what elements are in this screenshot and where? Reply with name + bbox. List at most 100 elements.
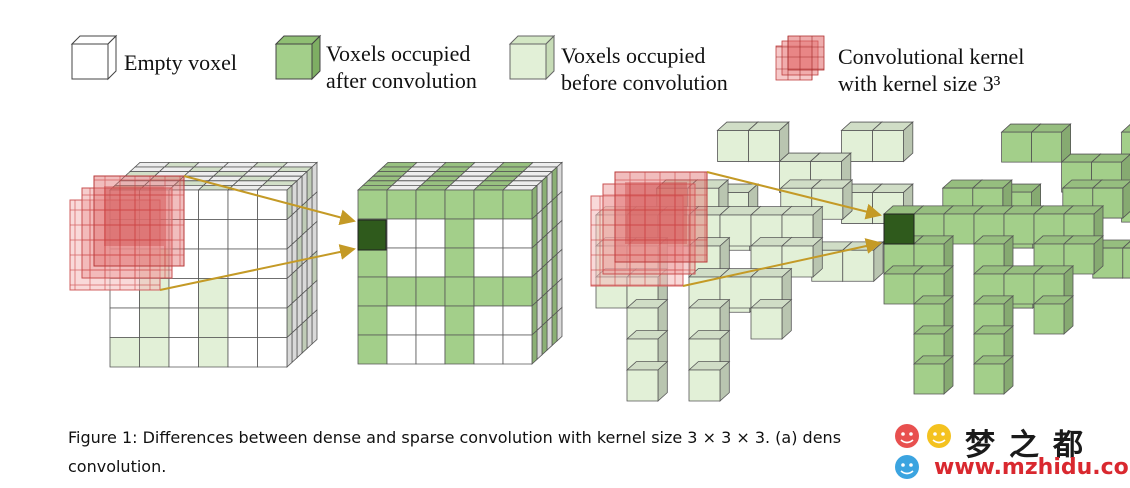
voxel (168, 307, 199, 338)
voxel (198, 278, 229, 309)
voxel-face (301, 318, 308, 355)
voxel-face (158, 166, 196, 173)
voxel-face (286, 302, 293, 339)
voxel (473, 247, 504, 278)
voxel-face (271, 171, 309, 177)
projection-arrows-dense (159, 175, 356, 291)
voxel-face (546, 199, 553, 236)
voxel-face (546, 315, 553, 352)
voxel-face (296, 234, 303, 271)
voxel-face (385, 184, 423, 191)
voxel-face (1121, 241, 1130, 249)
voxel-face (511, 175, 549, 182)
voxel (386, 189, 417, 220)
voxel (415, 189, 446, 220)
sparse-output-voxel (883, 213, 915, 245)
voxel (473, 189, 504, 220)
voxel-face (536, 324, 543, 361)
voxel-face (531, 242, 538, 278)
voxel (842, 249, 875, 282)
voxel (227, 278, 258, 309)
voxel (386, 334, 417, 365)
voxel (198, 248, 229, 279)
sparse-output-voxels (882, 123, 1130, 395)
voxel-face (291, 327, 298, 364)
voxel-face (439, 161, 477, 168)
voxel-face (217, 166, 255, 173)
voxel-face (207, 175, 245, 182)
voxel (1001, 131, 1032, 163)
voxel-face (356, 184, 394, 191)
voxel (198, 189, 229, 220)
voxel (198, 337, 229, 368)
voxel-face (556, 248, 563, 284)
voxel-face (448, 180, 486, 186)
voxel-face (311, 190, 318, 227)
voxel-face (301, 200, 308, 237)
voxel-face (443, 184, 481, 191)
voxel-face (472, 184, 510, 191)
voxel-face (506, 180, 544, 186)
voxel (227, 337, 258, 368)
voxel (688, 369, 721, 402)
voxel-face (551, 282, 558, 318)
voxel (198, 307, 229, 338)
voxel (872, 130, 904, 162)
voxel (1122, 247, 1130, 279)
voxel (386, 305, 417, 336)
voxel-face (306, 254, 313, 291)
voxel-face (251, 161, 289, 168)
voxel-face (551, 311, 558, 347)
voxel (1031, 131, 1062, 163)
voxel (227, 219, 258, 250)
voxel-face (286, 213, 293, 250)
voxel-face (163, 161, 201, 168)
legend-label-empty: Empty voxel (124, 50, 238, 75)
voxel-face (541, 262, 548, 298)
voxel (257, 278, 288, 309)
dense-output-cube (356, 161, 564, 365)
voxel-face (429, 171, 467, 177)
voxel-face (419, 180, 457, 186)
voxel-face (541, 291, 548, 327)
voxel (444, 247, 475, 278)
voxel-face (376, 166, 414, 173)
voxel-face (266, 175, 304, 182)
voxel-face (551, 253, 558, 289)
voxel (502, 305, 533, 336)
voxel-face (306, 284, 313, 321)
voxel-face (414, 184, 452, 191)
voxel-face (231, 180, 269, 186)
voxel (227, 307, 258, 338)
voxel-face (182, 171, 220, 177)
voxel-face (311, 161, 318, 198)
voxel (502, 247, 533, 278)
voxel-face (241, 171, 279, 177)
voxel (357, 247, 388, 278)
voxel-face (463, 166, 501, 173)
voxel (473, 276, 504, 307)
legend-swatch-kernel (775, 35, 825, 81)
voxel-face (192, 161, 230, 168)
voxel (357, 276, 388, 307)
voxel (1033, 303, 1065, 335)
voxel-face (286, 331, 293, 368)
voxel-face (541, 320, 548, 356)
voxel (386, 276, 417, 307)
dense-output-voxel (357, 219, 387, 251)
voxel-face (546, 228, 553, 265)
voxel (444, 334, 475, 365)
voxel-face (536, 237, 543, 274)
voxel-face (536, 295, 543, 332)
watermark-url: www.mzhidu.com (934, 455, 1130, 480)
voxel-face (246, 166, 284, 173)
voxel-face (556, 161, 563, 197)
voxel (257, 219, 288, 250)
voxel-face (551, 224, 558, 260)
voxel-face (306, 313, 313, 350)
voxel (444, 276, 475, 307)
voxel-face (531, 213, 538, 249)
voxel-face (531, 329, 538, 365)
voxel-face (482, 175, 520, 182)
voxel-face (424, 175, 462, 182)
